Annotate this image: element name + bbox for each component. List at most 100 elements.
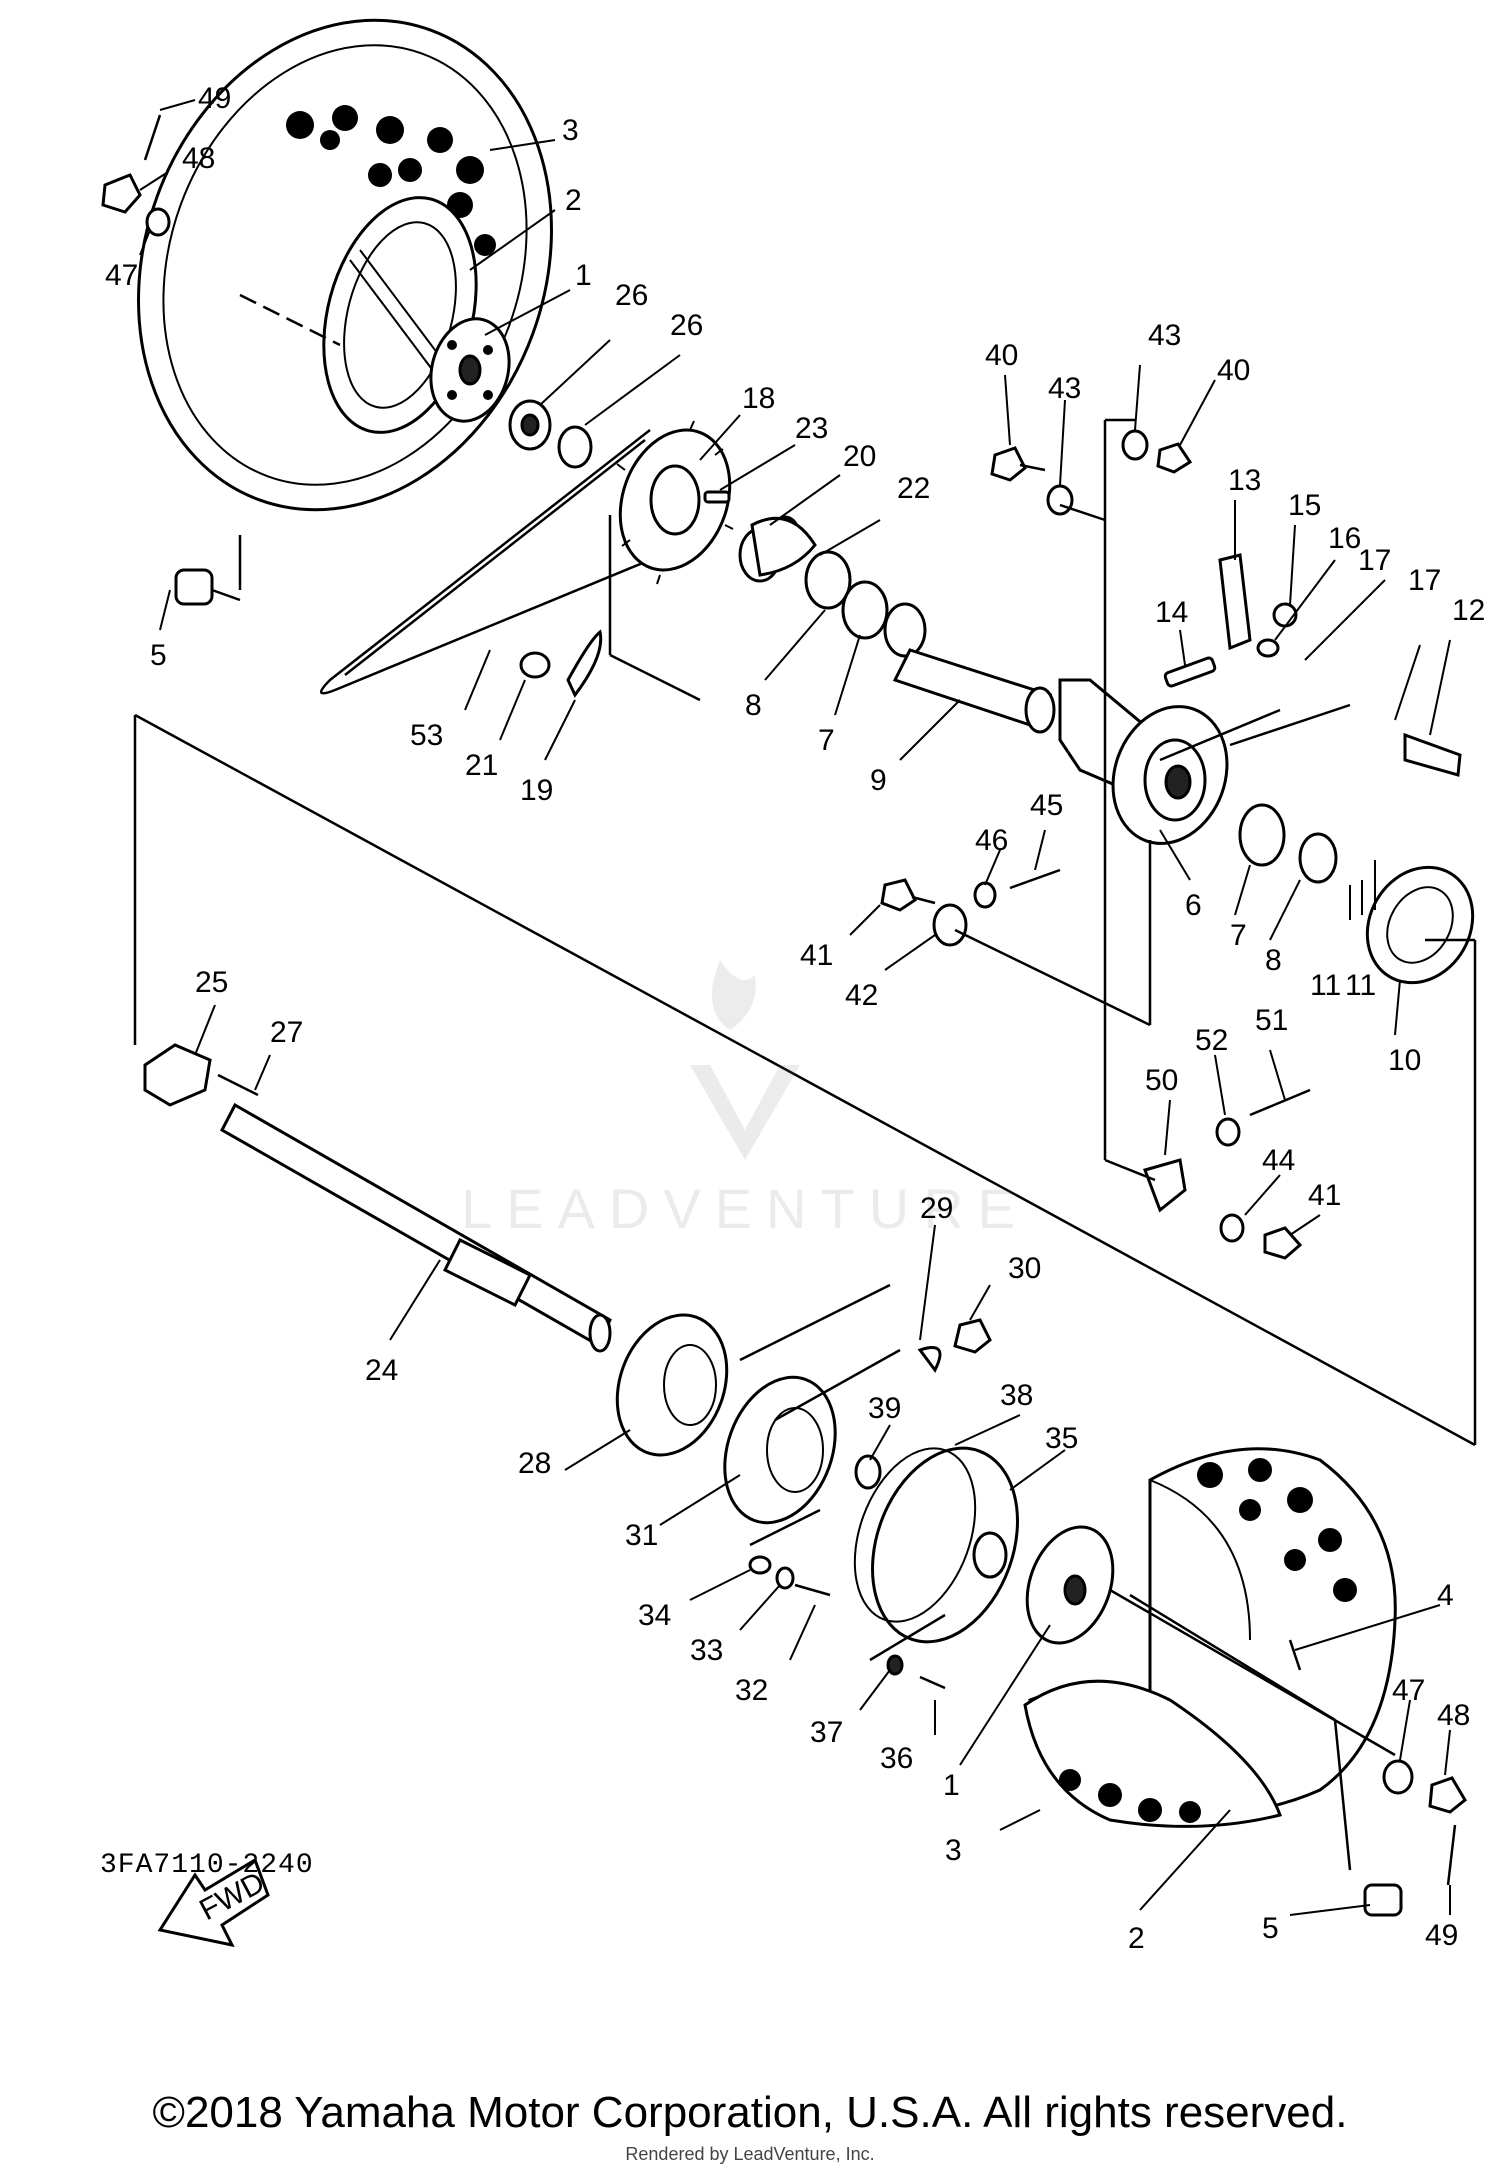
part-label: 43 — [1148, 319, 1181, 352]
axle-flange — [143, 1043, 259, 1107]
part-label: 30 — [1008, 1252, 1041, 1285]
brake-panel — [853, 1446, 1019, 1644]
part-label: 52 — [1195, 1024, 1228, 1057]
part-label: 33 — [690, 1634, 723, 1667]
part-label: 1 — [943, 1769, 960, 1802]
part-label: 24 — [365, 1354, 398, 1387]
part-label: 25 — [195, 966, 228, 999]
part-label: 53 — [410, 719, 443, 752]
part-label: 17 — [1408, 564, 1441, 597]
part-label: 17 — [1358, 544, 1391, 577]
hub-lower — [1025, 1525, 1115, 1645]
part-label: 49 — [1425, 1919, 1458, 1952]
copyright-text: ©2018 Yamaha Motor Corporation, U.S.A. A… — [152, 2088, 1348, 2137]
axle-tube — [892, 648, 1056, 734]
part-label: 2 — [565, 184, 582, 217]
part-label: 27 — [270, 1016, 303, 1049]
brake-drum — [723, 1375, 837, 1525]
wheel-nut-stud-lower — [1288, 1639, 1467, 1917]
diagram-code: 3FA7110-2240 — [100, 1850, 314, 1881]
part-label: 7 — [1230, 919, 1247, 952]
part-label: 40 — [985, 339, 1018, 372]
part-label: 14 — [1155, 596, 1188, 629]
housing-bearings — [1238, 803, 1338, 884]
part-label: 9 — [870, 764, 887, 797]
brake-shoe — [1349, 860, 1475, 985]
bolts-41-46 — [880, 868, 1061, 947]
collars-26 — [508, 399, 593, 469]
part-label: 48 — [182, 142, 215, 175]
part-label: 37 — [810, 1716, 843, 1749]
part-label: 47 — [1392, 1674, 1425, 1707]
axle-housing — [1058, 678, 1229, 845]
watermark-text: LEADVENTURE — [461, 1177, 1029, 1240]
part-label: 8 — [745, 689, 762, 722]
part-label: 5 — [150, 639, 167, 672]
brake-hub — [615, 1313, 729, 1457]
part-label: 48 — [1437, 1699, 1470, 1732]
sprocket — [616, 420, 734, 585]
part-label: 28 — [518, 1447, 551, 1480]
part-label: 3 — [945, 1834, 962, 1867]
drive-chain — [320, 429, 651, 695]
part-label: 34 — [638, 1599, 671, 1632]
wheel-nut-stud-upper — [101, 114, 171, 237]
leader-lines — [139, 99, 1451, 1916]
part-label: 36 — [880, 1742, 913, 1775]
part-label: 51 — [1255, 1004, 1288, 1037]
part-label: 10 — [1388, 1044, 1421, 1077]
part-label: 32 — [735, 1674, 768, 1707]
part-label: 1 — [575, 259, 592, 292]
part-label: 20 — [843, 440, 876, 473]
part-label: 13 — [1228, 464, 1261, 497]
part-label: 11 — [1345, 969, 1376, 1002]
part-label: 26 — [615, 279, 648, 312]
forward-arrow-icon: FWD — [157, 1857, 270, 1948]
part-label: 4 — [1437, 1579, 1454, 1612]
part-label: 47 — [105, 259, 138, 292]
part-label: 3 — [562, 114, 579, 147]
sprocket-hardware — [519, 490, 927, 698]
hub-upper — [429, 317, 511, 423]
brake-arm-camshaft — [1163, 553, 1462, 777]
rear-axle — [220, 1102, 612, 1353]
part-label: 12 — [1452, 594, 1485, 627]
part-label: 41 — [800, 939, 833, 972]
part-label: 44 — [1262, 1144, 1295, 1177]
valve-cap-upper — [174, 568, 214, 606]
part-label: 6 — [1185, 889, 1202, 922]
part-label: 11 — [1310, 969, 1341, 1002]
part-label: 2 — [1128, 1922, 1145, 1955]
part-label: 39 — [868, 1392, 901, 1425]
part-label: 26 — [670, 309, 703, 342]
part-label: 41 — [1308, 1179, 1341, 1212]
part-label: 50 — [1145, 1064, 1178, 1097]
part-label: 49 — [198, 82, 231, 115]
rendered-by-text: Rendered by LeadVenture, Inc. — [625, 2144, 875, 2164]
part-label: 42 — [845, 979, 878, 1012]
part-label: 45 — [1030, 789, 1063, 822]
part-label: 40 — [1217, 354, 1250, 387]
part-label: 38 — [1000, 1379, 1033, 1412]
part-label: 19 — [520, 774, 553, 807]
part-label: 46 — [975, 824, 1008, 857]
part-label: 43 — [1048, 372, 1081, 405]
tire-lower — [1023, 1447, 1397, 1828]
part-label: 18 — [742, 382, 775, 415]
part-labels: 49 48 47 3 2 1 26 26 5 18 23 20 22 53 21… — [105, 82, 1485, 1955]
part-label: 15 — [1288, 489, 1321, 522]
reference-lines — [133, 293, 1477, 1871]
small-parts-drum — [748, 1318, 992, 1690]
part-label: 35 — [1045, 1422, 1078, 1455]
part-label: 31 — [625, 1519, 658, 1552]
bolts-40-43 — [990, 429, 1193, 516]
part-label: 16 — [1328, 522, 1361, 555]
part-label: 21 — [465, 749, 498, 782]
part-label: 22 — [897, 472, 930, 505]
part-label: 7 — [818, 724, 835, 757]
leadventure-watermark: LEADVENTURE — [461, 960, 1029, 1240]
part-label: 8 — [1265, 944, 1282, 977]
part-label: 23 — [795, 412, 828, 445]
bracket-50-51 — [1143, 1088, 1311, 1260]
